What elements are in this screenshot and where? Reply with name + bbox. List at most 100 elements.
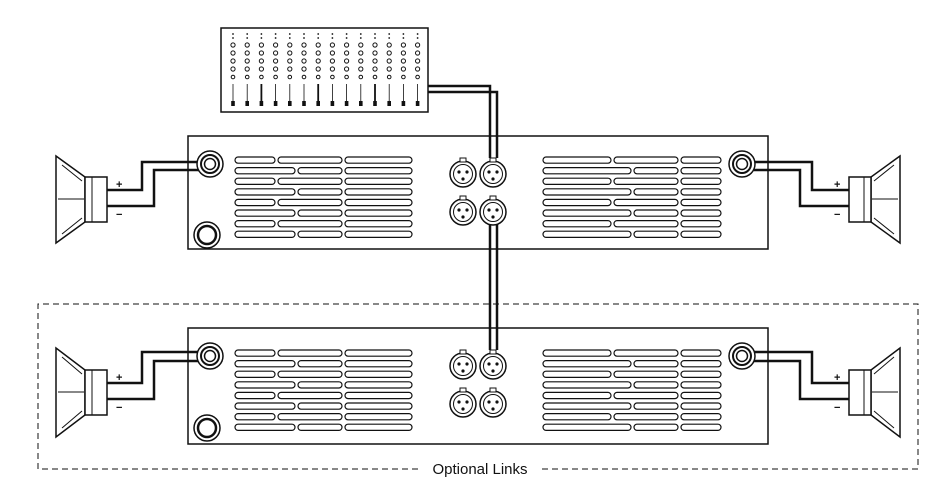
mixer-fader-icon [330,101,335,106]
mixer-knob-icon [358,66,364,72]
vent-slot [234,156,276,164]
mixer-fader-icon [273,101,278,106]
mixer-channel-strip [400,33,406,106]
amplifier-linked-vents [234,349,722,432]
mixer-fader-icon [288,101,292,106]
power-inlet-icon [192,413,222,443]
vent-slot [680,423,722,432]
optional-links-label: Optional Links [432,461,527,478]
mixer-channel-strip [372,33,378,106]
mixer-fader-icon [231,101,235,106]
vent-slot [680,402,722,410]
mixer-channel-strip [258,33,264,106]
speaker-output-right-icon [728,150,756,178]
mixer-knob-icon [258,66,264,72]
optional-links-group: Optional Links [37,303,919,478]
mixer-fader-icon [344,101,349,106]
vent-slot [234,177,276,185]
vent-slot [680,360,722,368]
vent-slot [633,188,679,196]
power-inlet-icon [192,220,222,250]
vent-slot [542,188,632,196]
mixer-knob-icon [244,42,250,48]
vent-slot [680,209,722,217]
vent-slot [680,381,722,389]
mixer-fader-icon [302,101,306,106]
vent-slot [613,156,679,164]
vent-slot [542,349,612,357]
vent-slot [613,391,679,400]
vent-slot [680,198,722,207]
mixer-knob-icon [400,66,406,72]
mixer-fader-icon [316,101,320,106]
mixer-knob-icon [273,58,279,64]
vent-slot [344,370,413,379]
vent-slot [297,209,343,217]
vent-slot [234,220,276,228]
mixer-channel-strip [230,33,236,106]
optional-links-border [37,303,919,470]
mixer-knob-icon [315,50,321,56]
vent-slot [277,177,343,185]
mixer-knob-icon [287,42,293,48]
vent-slot [542,220,612,228]
vent-slot [234,360,296,368]
vent-slot [297,360,343,368]
mixer-knob-icon [400,58,406,64]
vent-slot [297,167,343,175]
vent-slot [234,391,276,400]
mixer-knob-icon [329,58,335,64]
mixer-knob-icon [244,50,250,56]
vent-slot [344,423,413,432]
mixer-channel-strip [386,33,392,106]
vent-slot [680,370,722,379]
vent-slot [344,349,413,357]
vent-slot [277,220,343,228]
vent-slot [297,188,343,196]
mixer-fader-icon [259,101,264,106]
vent-slot [344,188,413,196]
vent-slot [234,209,296,217]
mixer-knob-icon [230,58,236,64]
mixer-knob-icon [400,50,406,56]
vent-slot [680,230,722,238]
vent-slot [613,349,679,357]
mixer-knob-icon [415,66,421,72]
mixer-knob-icon [315,58,321,64]
mixer-fader-icon [415,101,420,106]
vent-slot [234,370,276,379]
speaker-top-right [848,154,901,245]
minus-label: − [834,209,840,221]
mixer-channel-strip [415,33,421,106]
mixer-channel-strip [344,33,350,106]
vent-slot [613,370,679,379]
mixer-knob-icon [301,58,307,64]
mixer-knob-icon [415,50,421,56]
vent-slot [542,391,612,400]
speaker-bottom-left [55,346,108,439]
mixer-knob-icon [329,66,335,72]
vent-slot [680,413,722,421]
vent-slot [680,156,722,164]
polarity-labels: + − + − + − + − [116,179,840,414]
vent-slot [633,381,679,389]
vent-slot [277,413,343,421]
plus-label: + [834,372,840,384]
plus-label: + [116,372,122,384]
plus-label: + [834,179,840,191]
mixer-knob-icon [415,42,421,48]
vent-slot [613,198,679,207]
mixer-knob-icon [344,42,350,48]
vent-slot [344,156,413,164]
vent-slot [542,198,612,207]
mixer-knob-icon [386,66,392,72]
vent-slot [542,423,632,432]
mixer-knob-icon [301,42,307,48]
vent-slot [234,349,276,357]
vent-slot [297,402,343,410]
mixer-knob-icon [258,42,264,48]
vent-slot [633,230,679,238]
mixer-channel-strip [315,33,321,106]
vent-slot [680,177,722,185]
